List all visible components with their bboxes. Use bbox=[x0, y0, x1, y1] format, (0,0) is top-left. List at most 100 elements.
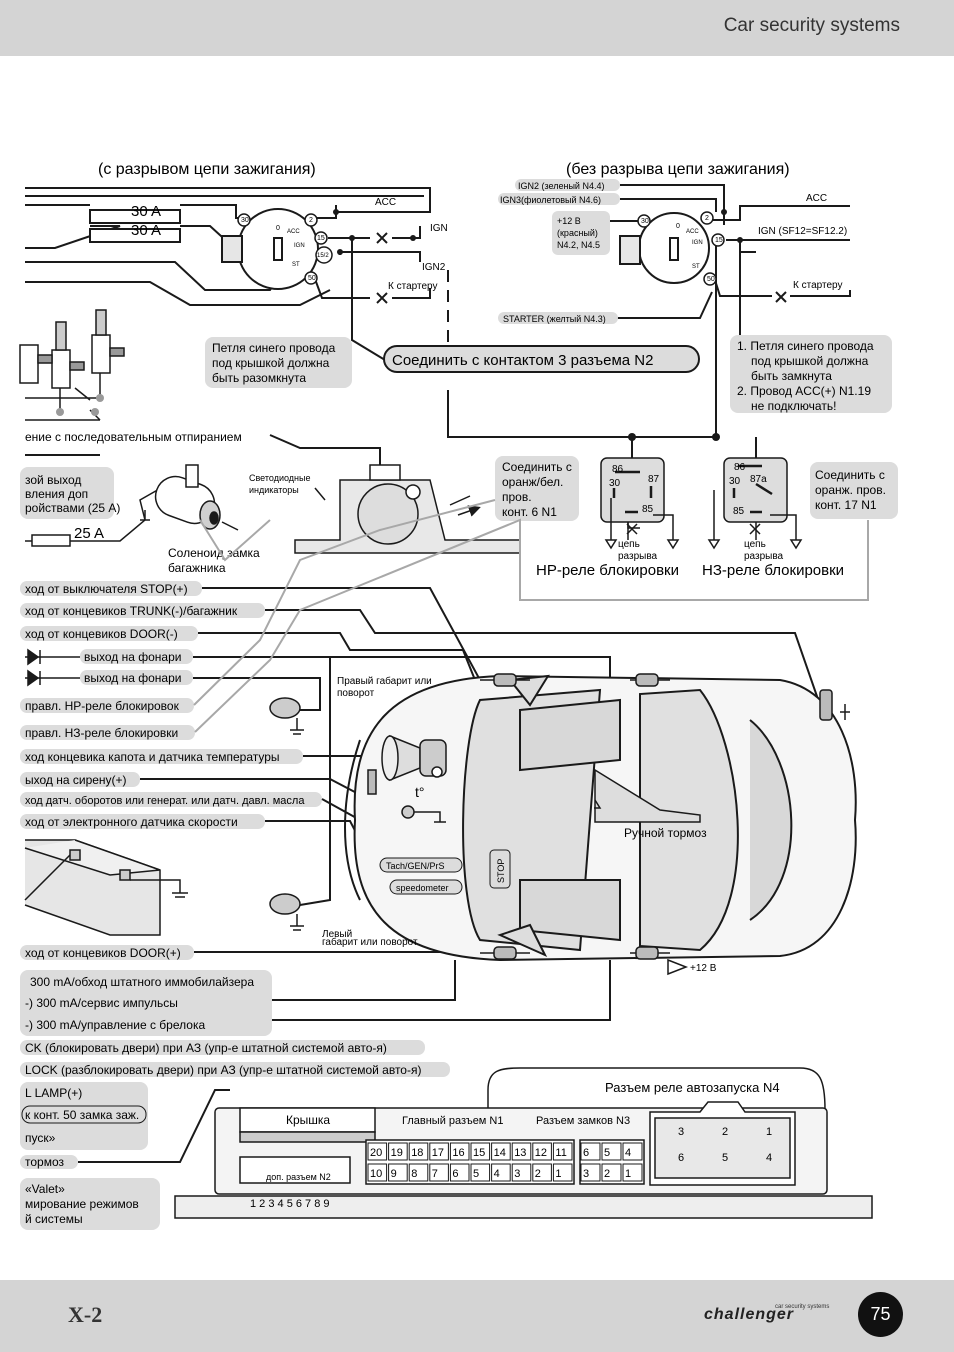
wire-label-nz-relay: правл. НЗ-реле блокировки bbox=[25, 726, 178, 740]
nr-connect-line3: пров. bbox=[502, 490, 532, 504]
nr-relay bbox=[600, 457, 680, 550]
connector-pin-cell bbox=[388, 1163, 408, 1182]
connector-pin-cell bbox=[532, 1142, 552, 1161]
connector-pin-cell bbox=[580, 1142, 601, 1161]
svg-text:86: 86 bbox=[612, 464, 624, 475]
tach-label: Tach/GEN/PrS bbox=[386, 861, 445, 871]
lock-actuators bbox=[19, 309, 125, 421]
connector-pin-cell bbox=[367, 1163, 388, 1182]
right-note-line5: не подключать! bbox=[751, 399, 836, 413]
output-immobilizer: 300 mA/обход штатного иммобилайзера bbox=[30, 975, 254, 989]
svg-text:2: 2 bbox=[309, 217, 313, 224]
lamp-label: L LAMP(+) bbox=[25, 1086, 82, 1100]
right-light-line2: поворот bbox=[337, 688, 375, 699]
right-acc-label: ACC bbox=[806, 193, 827, 204]
aux-output-line2: вления доп bbox=[25, 487, 88, 501]
ign2-green-tag bbox=[515, 179, 620, 191]
svg-text:85: 85 bbox=[733, 506, 745, 517]
valet-line2: мирование режимов bbox=[25, 1197, 139, 1211]
svg-text:0: 0 bbox=[276, 225, 280, 232]
bottom-wires bbox=[78, 960, 611, 1163]
connector-pin-number: 20 bbox=[370, 1147, 382, 1159]
fuse2-label: 30 A bbox=[131, 222, 161, 239]
ign2-green-label: IGN2 (зеленый N4.4) bbox=[518, 181, 604, 191]
ign3-violet-label: IGN3(фиолетовый N4.6) bbox=[500, 195, 601, 205]
svg-text:30: 30 bbox=[609, 478, 621, 489]
connector-pin-number: 3 bbox=[514, 1168, 520, 1180]
svg-text:50: 50 bbox=[707, 276, 715, 283]
connector-pin-number: 15 bbox=[473, 1147, 485, 1159]
connect-n2-label: Соединить с контактом 3 разъема N2 bbox=[392, 352, 653, 369]
output-labels-box bbox=[20, 970, 272, 1036]
wire-label-lights-1: выход на фонари bbox=[84, 650, 181, 664]
left-switch-pins bbox=[237, 213, 333, 285]
n1-connector-title: Главный разъем N1 bbox=[402, 1115, 504, 1127]
left-switch-pin-dots bbox=[333, 209, 416, 255]
left-section-heading: (с разрывом цепи зажигания) bbox=[98, 161, 316, 178]
plus12-line2: (красный) bbox=[557, 228, 598, 238]
connector-pin-number: 8 bbox=[411, 1168, 417, 1180]
n2-pin-numbers: 1 2 3 4 5 6 7 8 9 bbox=[250, 1198, 330, 1210]
connector-pin-number: 11 bbox=[555, 1147, 566, 1159]
nz-break-line2: разрыва bbox=[744, 551, 784, 562]
footer-band: X-2 car security systems challenger 75 bbox=[0, 1280, 954, 1352]
svg-text:15: 15 bbox=[317, 235, 325, 242]
connector-pin-cell bbox=[552, 1142, 573, 1161]
led-indicator-module bbox=[294, 464, 521, 554]
connector-pin-number: 6 bbox=[452, 1168, 458, 1180]
aux-output-line3: ройствами (25 A) bbox=[25, 501, 120, 515]
connector-pin-number: 5 bbox=[604, 1147, 610, 1159]
n4-pin: 4 bbox=[766, 1152, 772, 1164]
connector-pin-cell bbox=[449, 1142, 470, 1161]
hood-sensor bbox=[367, 769, 446, 823]
nr-break-line2: разрыва bbox=[618, 551, 658, 562]
right-light-line1: Правый габарит или bbox=[337, 675, 432, 687]
start-label: пуск» bbox=[25, 1131, 56, 1145]
n2-connector-label: доп. разъем N2 bbox=[266, 1172, 331, 1182]
right-starter-label: К стартеру bbox=[793, 280, 842, 291]
right-notes-box bbox=[730, 335, 892, 413]
nr-connect-line1: Соединить с bbox=[502, 460, 572, 474]
left-starter-label: К стартеру bbox=[388, 281, 437, 292]
nr-break-line1: цепь bbox=[618, 539, 640, 550]
connector-pin-cell bbox=[511, 1163, 532, 1182]
plus12-line1: +12 B bbox=[557, 216, 581, 226]
loop-note-line3: быть разомкнута bbox=[212, 371, 306, 385]
wire-label-lights-2: выход на фонари bbox=[84, 671, 181, 685]
solenoid-label-line2: багажника bbox=[168, 561, 226, 575]
connector-pin-cell bbox=[622, 1163, 643, 1182]
n4-pin: 1 bbox=[766, 1126, 772, 1138]
solenoid-label-line1: Соленоид замка bbox=[168, 546, 260, 560]
nr-connect-line2: оранж/бел. bbox=[502, 475, 563, 489]
svg-text:ACC: ACC bbox=[686, 229, 699, 235]
nr-connect-box bbox=[495, 456, 579, 521]
handbrake-label: Ручной тормоз bbox=[624, 826, 707, 840]
brand-tagline: car security systems bbox=[775, 1304, 830, 1310]
svg-text:15: 15 bbox=[715, 237, 723, 244]
output-service: -) 300 mA/сервис импульсы bbox=[25, 996, 178, 1010]
valet-line1: «Valet» bbox=[25, 1182, 65, 1196]
tach-pill bbox=[379, 857, 463, 873]
aux-output-line1: зой выход bbox=[25, 473, 81, 487]
svg-text:ST: ST bbox=[292, 262, 300, 268]
left-light-line2: габарит или поворот bbox=[322, 936, 418, 948]
page-header-title: Car security systems bbox=[723, 15, 900, 36]
brand-logo: challenger bbox=[704, 1306, 795, 1323]
fuse1-label: 30 A bbox=[131, 203, 161, 220]
connector-pin-number: 10 bbox=[370, 1168, 382, 1180]
connector-pin-cell bbox=[622, 1142, 643, 1161]
contact50-pill bbox=[21, 1105, 147, 1124]
header-band: Car security systems bbox=[0, 0, 954, 56]
trunk-solenoid bbox=[140, 464, 239, 531]
nz-relay-title: НЗ-реле блокировки bbox=[702, 562, 844, 579]
connector-pin-cell bbox=[601, 1142, 622, 1161]
actuator-joints bbox=[56, 394, 104, 416]
connector-pin-cell bbox=[429, 1163, 449, 1182]
left-break-crosses bbox=[376, 232, 388, 304]
